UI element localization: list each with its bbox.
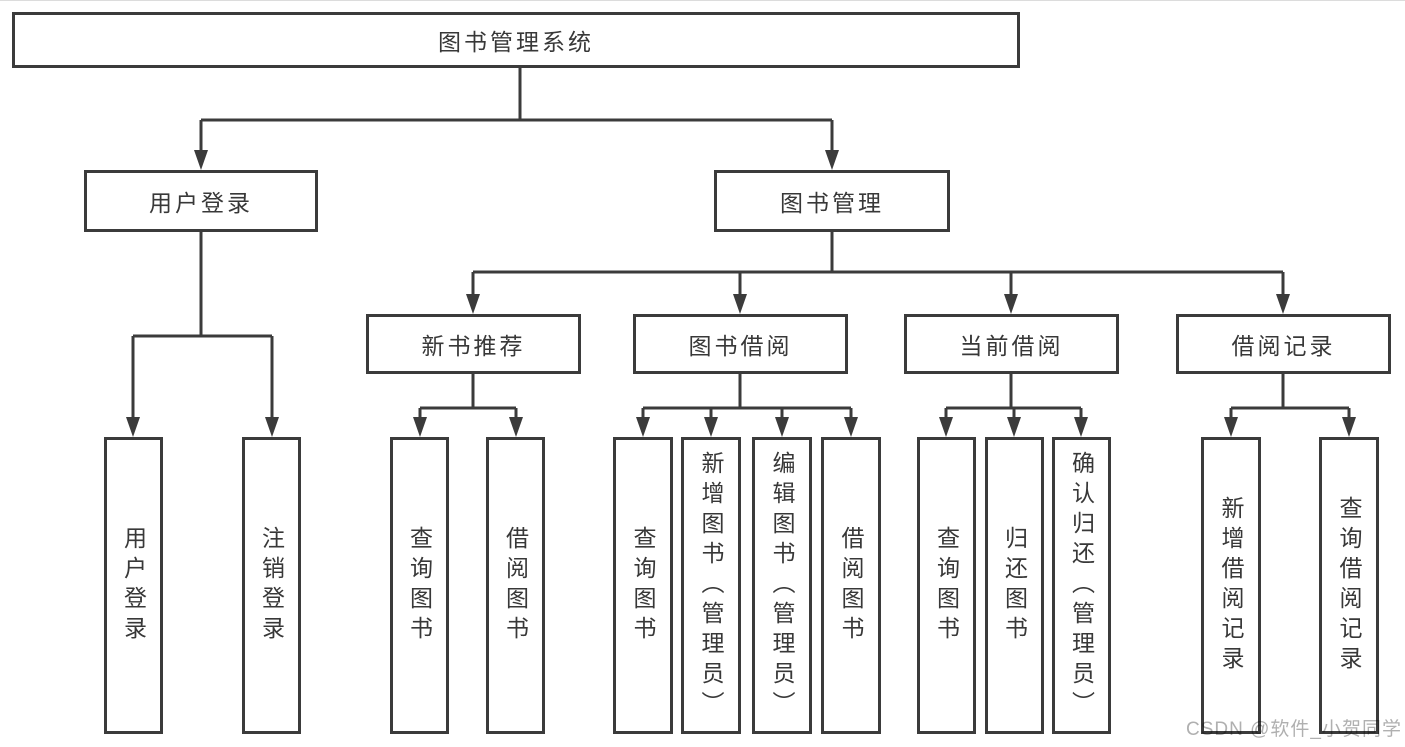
arrowhead	[1342, 417, 1356, 437]
node-new-book-rec: 新书推荐	[366, 314, 581, 374]
node-nb-query-book-label: 查询图书	[406, 525, 433, 646]
node-br-query-record: 查询借阅记录	[1319, 437, 1379, 734]
arrowhead	[1224, 417, 1238, 437]
node-user-login-label: 用户登录	[149, 190, 253, 216]
node-book-mgmt-label: 图书管理	[780, 190, 884, 216]
arrowhead	[194, 150, 208, 170]
arrowhead	[265, 417, 279, 437]
node-user-login: 用户登录	[84, 170, 318, 232]
arrowhead	[704, 417, 718, 437]
node-book-borrow: 图书借阅	[633, 314, 848, 374]
node-nb-borrow-book: 借阅图书	[486, 437, 545, 734]
arrowhead	[733, 294, 747, 314]
node-cb-query-book-label: 查询图书	[933, 525, 960, 646]
arrowhead	[636, 417, 650, 437]
edge-root-to-level1	[194, 68, 839, 170]
node-nb-query-book: 查询图书	[390, 437, 449, 734]
node-login-label: 用户登录	[120, 525, 147, 646]
node-br-query-record-label: 查询借阅记录	[1336, 495, 1362, 676]
node-login: 用户登录	[104, 437, 163, 734]
top-edge-divider	[0, 0, 1405, 1]
node-bb-edit-book-admin-label: 编辑图书（管理员）	[769, 450, 795, 721]
node-borrow-record-label: 借阅记录	[1231, 333, 1336, 359]
node-bb-borrow-book-label: 借阅图书	[838, 525, 864, 646]
node-bb-borrow-book: 借阅图书	[821, 437, 881, 734]
node-cb-confirm-return-admin: 确认归还（管理员）	[1052, 437, 1111, 734]
node-logout-label: 注销登录	[258, 525, 285, 646]
edge-current-borrow-children	[939, 374, 1088, 437]
edge-book-mgmt-children	[466, 232, 1290, 314]
node-nb-borrow-book-label: 借阅图书	[502, 525, 529, 646]
arrowhead	[1004, 294, 1018, 314]
edge-new-book-rec-children	[413, 374, 523, 437]
edge-borrow-record-children	[1224, 374, 1356, 437]
node-new-book-rec-label: 新书推荐	[421, 333, 526, 359]
node-cb-return-book-label: 归还图书	[1001, 525, 1028, 646]
node-cb-return-book: 归还图书	[985, 437, 1044, 734]
node-current-borrow-label: 当前借阅	[959, 333, 1064, 359]
arrowhead	[1007, 417, 1021, 437]
node-bb-add-book-admin-label: 新增图书（管理员）	[698, 450, 724, 721]
node-logout: 注销登录	[242, 437, 301, 734]
arrowhead	[939, 417, 953, 437]
node-cb-query-book: 查询图书	[917, 437, 976, 734]
node-root-label: 图书管理系统	[438, 29, 594, 55]
node-root: 图书管理系统	[12, 12, 1020, 68]
arrowhead	[1276, 294, 1290, 314]
edge-user-login-children	[126, 232, 279, 437]
node-book-borrow-label: 图书借阅	[688, 333, 793, 359]
arrowhead	[466, 294, 480, 314]
node-book-mgmt: 图书管理	[714, 170, 950, 232]
node-current-borrow: 当前借阅	[904, 314, 1119, 374]
arrowhead	[126, 417, 140, 437]
csdn-watermark: CSDN @软件_小贺同学	[1186, 719, 1402, 740]
arrowhead	[509, 417, 523, 437]
arrowhead	[413, 417, 427, 437]
arrowhead	[825, 150, 839, 170]
node-br-add-record: 新增借阅记录	[1201, 437, 1261, 734]
arrowhead	[844, 417, 858, 437]
arrowhead	[775, 417, 789, 437]
node-borrow-record: 借阅记录	[1176, 314, 1391, 374]
node-br-add-record-label: 新增借阅记录	[1218, 495, 1244, 676]
node-bb-query-book: 查询图书	[613, 437, 673, 734]
arrowhead	[1074, 417, 1088, 437]
node-bb-edit-book-admin: 编辑图书（管理员）	[752, 437, 812, 734]
edge-book-borrow-children	[636, 374, 858, 437]
node-bb-add-book-admin: 新增图书（管理员）	[681, 437, 741, 734]
node-bb-query-book-label: 查询图书	[630, 525, 656, 646]
node-cb-confirm-return-admin-label: 确认归还（管理员）	[1068, 450, 1095, 721]
